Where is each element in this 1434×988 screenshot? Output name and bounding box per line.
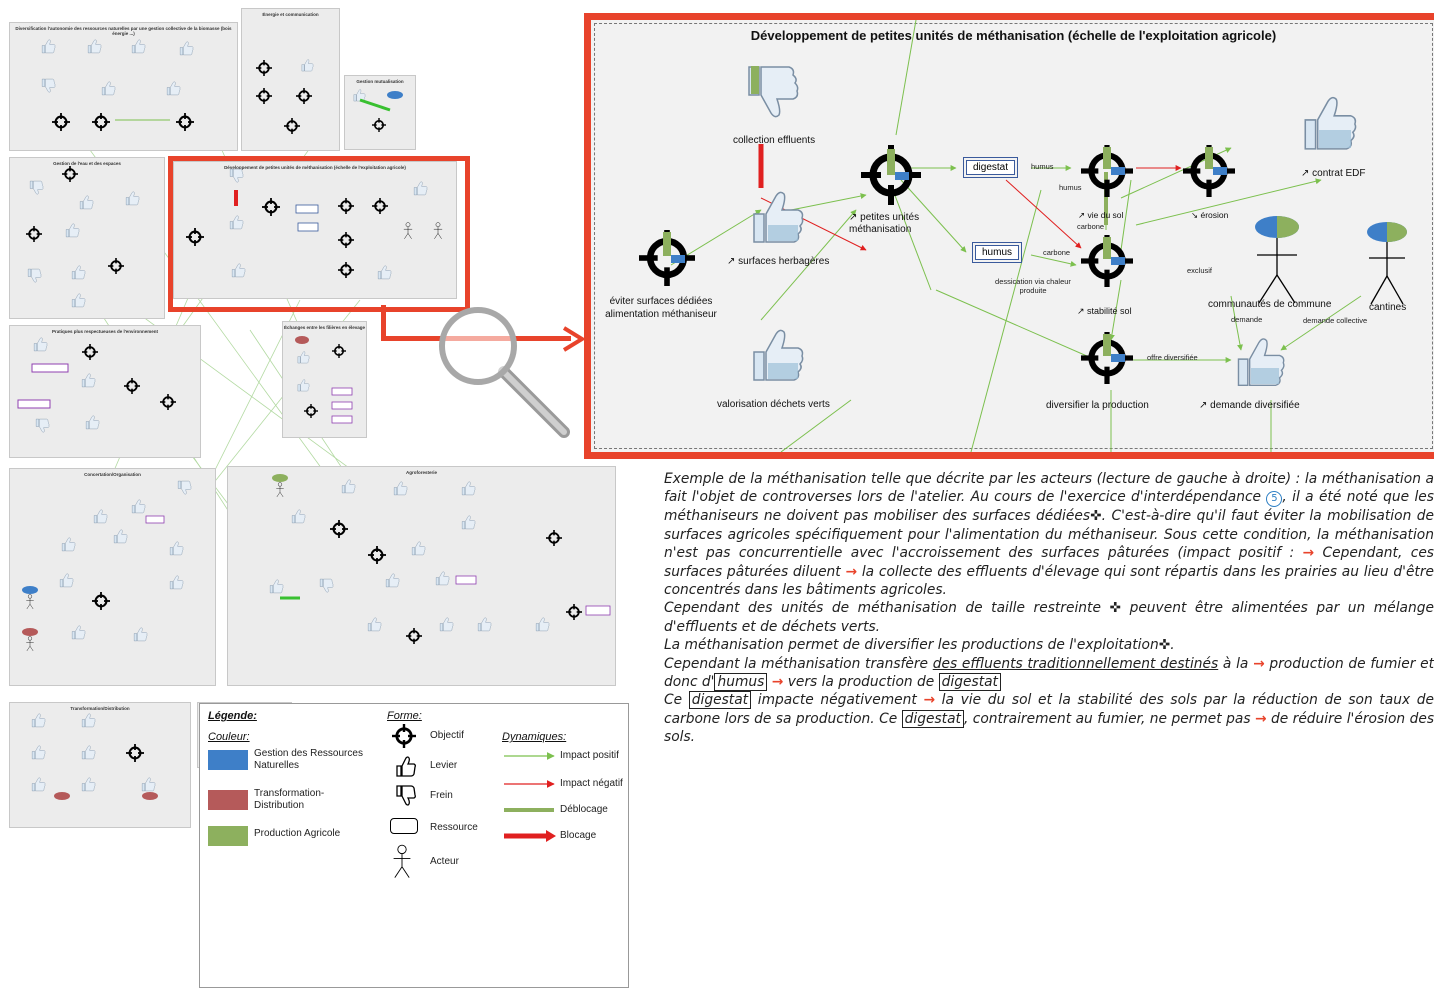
edge-label-humus: humus [1031,162,1054,171]
node-diversifier: diversifier la production [1046,400,1149,411]
node-vie-sol: ↗ vie du sol [1078,210,1124,220]
thumb-up-icon [753,191,804,243]
thumb-up-icon [396,756,416,777]
legend-forme-header: Forme: [387,710,422,722]
step-number-badge: 5 [1266,491,1283,508]
legend-dynamics-label: Blocage [560,830,597,841]
edge-label-carbone: carbone [1077,222,1105,231]
edge-label-demande-collective: demande collective [1303,316,1368,325]
highlight-frame [168,156,470,312]
legend-color-label: Production Agricole [254,828,341,839]
edge-label-offre: offre diversifiée [1147,353,1198,362]
methanisation-diagram: Développement de petites unités de métha… [584,13,1434,459]
edge-label-exclusif: exclusif [1187,266,1213,275]
caption-paragraph: Cependant des unités de méthanisation de… [664,600,1434,635]
thumb-up-icon [753,329,804,381]
diagram-frame [594,23,1433,449]
node-petites: ↗ petites unités méthanisation [849,212,920,235]
legend: Légende: Couleur: Forme: Dynamiques: Ges… [199,703,629,988]
target-icon [861,145,921,205]
connector-vertical [381,305,386,341]
resource-box-icon [390,818,418,834]
node-eviter: éviter surfaces dédiées alimentation mét… [605,296,717,320]
arrow-right-icon: → [845,563,858,580]
target-icon [639,230,695,286]
arrow-right-icon: → [1254,710,1267,727]
arrow-right-icon: → [771,674,784,691]
node-valorisation: valorisation déchets verts [717,399,830,410]
legend-shape-label: Ressource [430,822,478,833]
target-icon [1183,145,1235,197]
legend-couleur-header: Couleur: [208,731,250,743]
mini-panel-concertation: Concertation/Organisation [9,468,216,686]
edge-label-demande: demande [1231,315,1263,324]
edge-top [895,20,917,136]
swatch-blue [208,750,248,770]
legend-shape-label: Levier [430,760,458,771]
mini-panel-agroforesterie: Agroforesterie [227,466,616,686]
resource-digestat[interactable]: digestat [962,157,1019,178]
caption-paragraph: La méthanisation permet de diversifier l… [664,637,1175,654]
target-icon: ✜ [1158,637,1171,654]
node-erosion: ↘ érosion [1191,210,1229,220]
actor-icon [1255,216,1299,304]
legend-shape-label: Acteur [430,856,459,867]
thumb-down-icon [396,785,416,806]
arrow-right-icon: → [1253,655,1265,672]
caption-paragraph: Cependant la méthanisation transfère des… [664,655,1434,692]
magnifier-icon [439,307,570,438]
target-icon [392,724,416,748]
node-communautes: communautés de commune [1208,299,1332,310]
arrow-right-icon: → [923,692,936,709]
connector-arrowhead [562,326,584,352]
legend-shape-label: Objectif [430,730,464,741]
mini-panel-energie: Énergie et communication [241,8,340,151]
target-icon [1081,145,1133,197]
diagram-edges [670,20,1362,452]
legend-dynamics-arrows [504,752,556,842]
actor-icon [1367,222,1407,305]
target-icon: ✜ [1090,508,1102,525]
swatch-red [208,790,248,810]
node-surfaces: ↗ surfaces herbagères [727,256,830,267]
node-collection: collection effluents [733,135,816,146]
arrow-right-icon: → [1302,545,1315,562]
legend-dynamics-label: Impact positif [560,750,619,761]
target-icon [1081,332,1133,384]
thumb-down-icon [748,66,799,118]
resource-humus[interactable]: humus [971,242,1023,263]
legend-shape-label: Frein [430,790,453,801]
caption-text: Exemple de la méthanisation telle que dé… [664,470,1434,747]
node-contrat: ↗ contrat EDF [1301,168,1366,179]
node-demande-diversifiee: ↗ demande diversifiée [1199,400,1300,411]
legend-color-label: Gestion des Ressources Naturelles [254,748,363,771]
thumb-up-icon [1304,96,1357,150]
edge-label-carbone: carbone [1043,248,1071,257]
edge-label-dessication: dessication via chaleur produite [995,277,1071,295]
node-stabilite: ↗ stabilité sol [1077,306,1132,316]
node-cantines: cantines [1369,302,1407,313]
target-icon [1081,235,1133,287]
legend-dynamics-label: Impact négatif [560,778,623,789]
legend-title: Légende: [208,710,257,722]
mini-panel-mutualisation: Gestion mutualisation [344,75,416,150]
target-icon: ✜ [1109,600,1122,617]
caption-paragraph: Ce digestat impacte négativement → la vi… [664,691,1434,746]
actor-icon [393,844,411,879]
legend-dynamiques-header: Dynamiques: [502,731,567,743]
swatch-green [208,826,248,846]
legend-dynamics-label: Déblocage [560,804,608,815]
edge-label-humus: humus [1059,183,1082,192]
thumb-up-icon [1237,338,1285,386]
legend-color-label: Transformation-Distribution [254,788,325,811]
caption-paragraph: Exemple de la méthanisation telle que dé… [664,471,1434,599]
diagram-title: Développement de petites unités de métha… [750,28,1277,43]
